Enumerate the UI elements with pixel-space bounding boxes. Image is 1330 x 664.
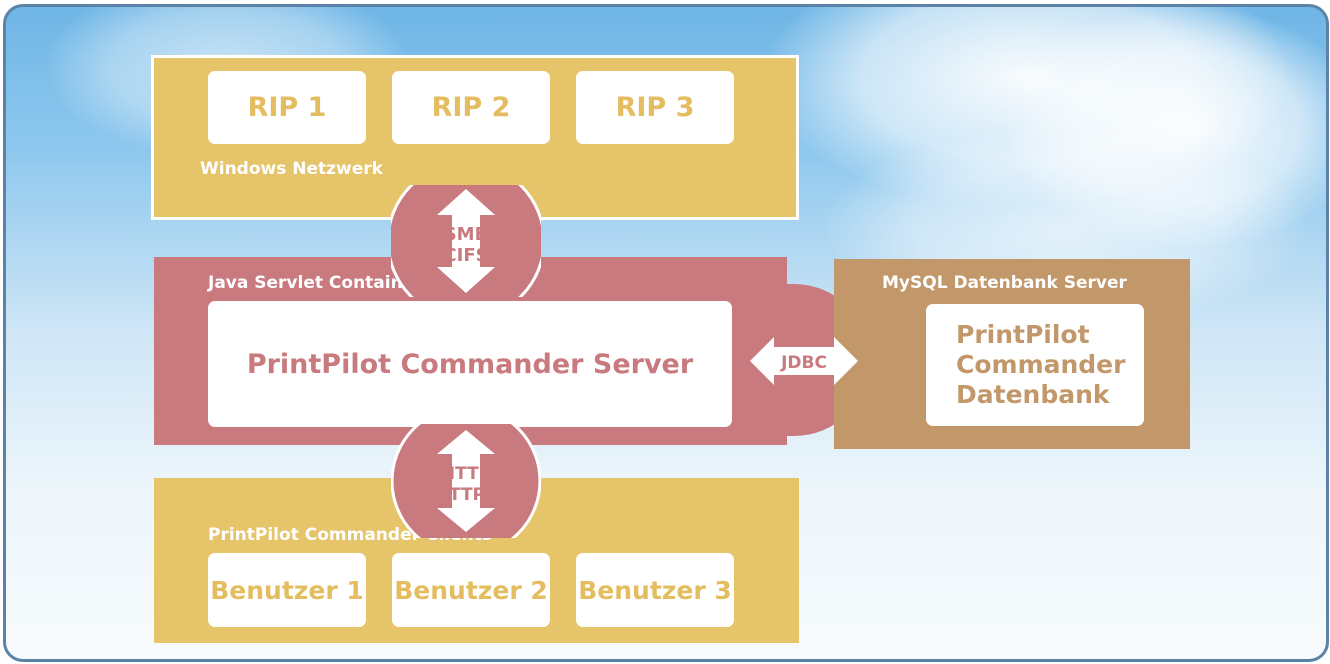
commander-server-card: PrintPilot Commander Server [208, 301, 732, 427]
commander-database-card: PrintPilot Commander Datenbank [926, 304, 1144, 426]
windows-network-label: Windows Netzwerk [200, 159, 383, 179]
http-label: HTTP [441, 464, 491, 484]
db-line-2: Commander [956, 350, 1126, 379]
jdbc-label: JDBC [780, 353, 827, 373]
rip-3-card: RIP 3 [576, 71, 734, 144]
smb-cifs-connector: SMB CIFS [391, 185, 541, 297]
diagram-frame: RIP 1 RIP 2 RIP 3 Windows Netzwerk Java … [3, 4, 1329, 662]
mysql-server-label: MySQL Datenbank Server [882, 273, 1127, 293]
jdbc-connector: JDBC [750, 337, 858, 385]
double-arrow-icon [437, 189, 495, 293]
user-2-card: Benutzer 2 [392, 553, 550, 627]
rip-1-card: RIP 1 [208, 71, 366, 144]
db-line-1: PrintPilot [956, 320, 1090, 349]
user-1-card: Benutzer 1 [208, 553, 366, 627]
servlet-container-label: Java Servlet Container [208, 273, 423, 293]
http-https-connector: HTTP HTTPS [391, 424, 541, 538]
cifs-label: CIFS [443, 245, 488, 266]
double-arrow-icon [750, 337, 858, 385]
smb-label: SMB [444, 224, 489, 245]
double-arrow-icon [437, 430, 495, 532]
user-3-card: Benutzer 3 [576, 553, 734, 627]
db-line-3: Datenbank [956, 380, 1110, 409]
https-label: HTTPS [435, 485, 498, 505]
rip-2-card: RIP 2 [392, 71, 550, 144]
